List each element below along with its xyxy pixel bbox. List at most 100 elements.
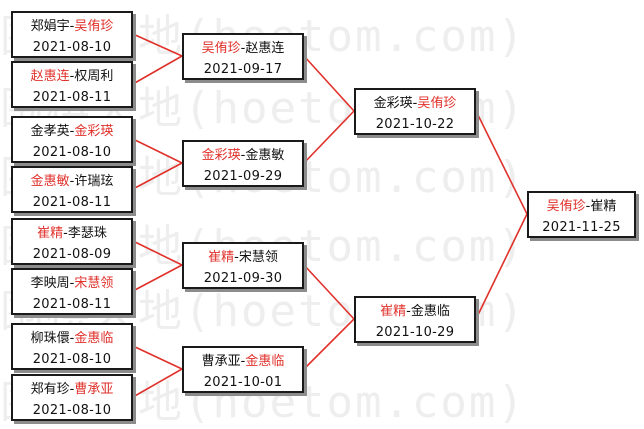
player-name: 许瑞玹 — [74, 173, 114, 189]
match-players: 曹承亚-金惠临 — [184, 348, 302, 373]
vs-separator: - — [69, 173, 75, 189]
player-name: 崔精 — [590, 198, 617, 214]
match-players: 赵惠连-权周利 — [13, 63, 131, 88]
connector-line — [303, 110, 355, 164]
player-name: 吴侑珍 — [201, 40, 241, 56]
match-date: 2021-08-10 — [32, 402, 112, 418]
match-players: 崔精-宋慧领 — [184, 244, 302, 269]
match-players: 李映周-宋慧领 — [13, 270, 131, 295]
connector-line — [132, 240, 183, 266]
connector-line — [475, 213, 528, 320]
player-name: 吴侑珍 — [546, 198, 586, 214]
player-name: 金惠敏 — [245, 147, 285, 163]
player-name: 李映周 — [30, 275, 70, 291]
player-name: 金惠临 — [74, 330, 114, 346]
player-name: 郑有珍 — [30, 381, 70, 397]
connector-line — [132, 138, 183, 164]
connector-line — [303, 264, 355, 320]
match-date: 2021-08-11 — [32, 89, 112, 105]
vs-separator: - — [240, 147, 246, 163]
player-name: 崔精 — [380, 303, 407, 319]
player-name: 赵惠连 — [245, 40, 285, 56]
connector-line — [303, 55, 355, 112]
match-date: 2021-08-10 — [32, 351, 112, 367]
match-date: 2021-10-22 — [375, 116, 455, 132]
player-name: 郑娟宇 — [30, 18, 70, 34]
vs-separator: - — [406, 303, 411, 319]
vs-separator: - — [585, 198, 591, 214]
player-name: 金彩瑛 — [373, 95, 413, 111]
match-date: 2021-09-17 — [203, 61, 283, 77]
vs-separator: - — [63, 225, 68, 241]
match-date: 2021-11-25 — [542, 219, 621, 235]
match-date: 2021-09-29 — [203, 168, 283, 184]
connector-line — [303, 318, 355, 370]
match-players: 金彩瑛-吴侑珍 — [356, 90, 474, 115]
vs-separator: - — [240, 353, 246, 369]
player-name: 吴侑珍 — [74, 18, 114, 34]
player-name: 权周利 — [74, 68, 114, 84]
connector-line — [132, 55, 183, 85]
match-players: 吴侑珍-赵惠连 — [184, 35, 302, 60]
connector-line — [132, 33, 183, 57]
vs-separator: - — [69, 381, 75, 397]
player-name: 吴侑珍 — [417, 95, 457, 111]
vs-separator: - — [234, 249, 239, 265]
player-name: 宋慧领 — [238, 249, 278, 265]
connector-line — [132, 264, 183, 292]
vs-separator: - — [240, 40, 246, 56]
match-players: 郑娟宇-吴侑珍 — [13, 13, 131, 38]
player-name: 宋慧领 — [74, 275, 114, 291]
player-name: 金惠临 — [410, 303, 450, 319]
match-date: 2021-08-10 — [32, 39, 112, 55]
player-name: 赵惠连 — [30, 68, 70, 84]
match-date: 2021-10-29 — [375, 324, 455, 340]
player-name: 金彩瑛 — [201, 147, 241, 163]
connector-line — [475, 110, 528, 215]
player-name: 李瑟珠 — [67, 225, 107, 241]
vs-separator: - — [412, 95, 418, 111]
match-players: 柳珠儇-金惠临 — [13, 325, 131, 350]
match-players: 金孝英-金彩瑛 — [13, 118, 131, 143]
connector-line — [132, 368, 183, 398]
match-players: 金彩瑛-金惠敏 — [184, 142, 302, 167]
player-name: 金惠临 — [245, 353, 285, 369]
vs-separator: - — [69, 123, 75, 139]
match-date: 2021-08-11 — [32, 296, 112, 312]
match-players: 崔精-李瑟珠 — [13, 220, 131, 245]
player-name: 曹承亚 — [74, 381, 114, 397]
match-players: 吴侑珍-崔精 — [529, 193, 634, 218]
match-players: 郑有珍-曹承亚 — [13, 376, 131, 401]
connector-line — [132, 345, 183, 370]
match-date: 2021-09-30 — [203, 270, 283, 286]
vs-separator: - — [69, 330, 75, 346]
vs-separator: - — [69, 18, 75, 34]
player-name: 崔精 — [37, 225, 64, 241]
match-date: 2021-08-11 — [32, 194, 112, 210]
player-name: 柳珠儇 — [30, 330, 70, 346]
match-date: 2021-10-01 — [203, 374, 283, 390]
player-name: 金惠敏 — [30, 173, 70, 189]
player-name: 崔精 — [208, 249, 235, 265]
match-date: 2021-08-09 — [32, 246, 112, 262]
match-players: 金惠敏-许瑞玹 — [13, 168, 131, 193]
vs-separator: - — [69, 68, 75, 84]
player-name: 金彩瑛 — [74, 123, 114, 139]
match-players: 崔精-金惠临 — [356, 298, 474, 323]
